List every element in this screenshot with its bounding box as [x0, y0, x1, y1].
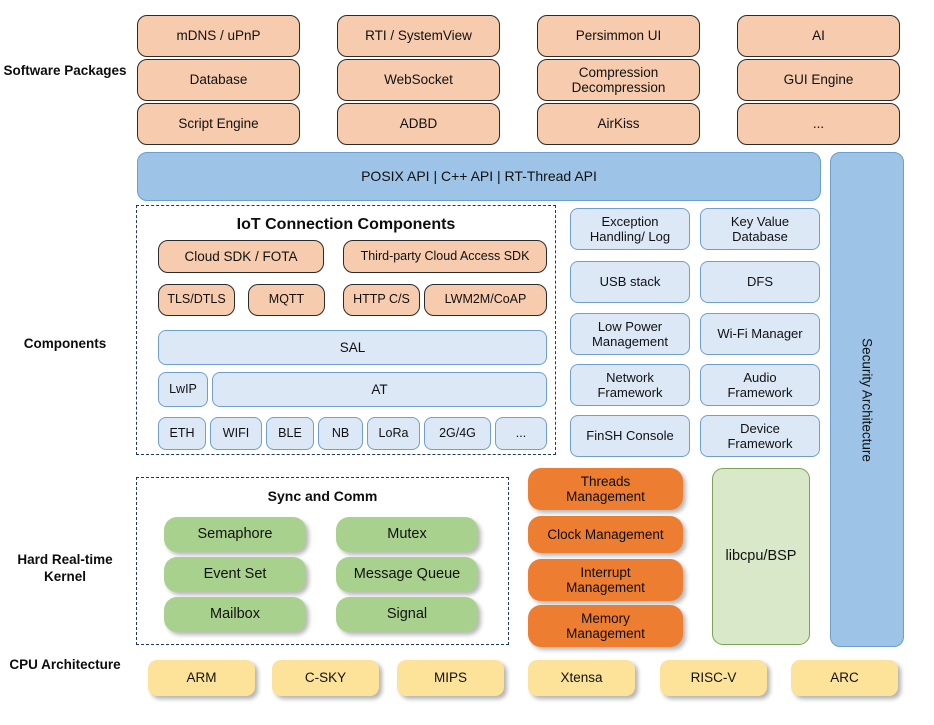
- package-more[interactable]: ...: [737, 103, 900, 145]
- package-websocket[interactable]: WebSocket: [337, 59, 500, 101]
- component-audio-framework[interactable]: Audio Framework: [700, 364, 820, 406]
- api-layer-bar[interactable]: POSIX API | C++ API | RT-Thread API: [137, 152, 821, 201]
- iot-link-wifi[interactable]: WIFI: [210, 417, 262, 450]
- kernel-mailbox[interactable]: Mailbox: [164, 597, 306, 632]
- component-wifi-manager[interactable]: Wi-Fi Manager: [700, 313, 820, 355]
- package-mdns-upnp[interactable]: mDNS / uPnP: [137, 15, 300, 57]
- component-key-value-database[interactable]: Key Value Database: [700, 208, 820, 250]
- component-dfs[interactable]: DFS: [700, 261, 820, 303]
- row-label-software-packages: Software Packages: [3, 63, 127, 78]
- cpu-arm[interactable]: ARM: [148, 660, 255, 696]
- libcpu-bsp[interactable]: libcpu/BSP: [712, 468, 810, 645]
- iot-cloud-sdk-fota[interactable]: Cloud SDK / FOTA: [158, 240, 324, 273]
- package-adbd[interactable]: ADBD: [337, 103, 500, 145]
- iot-link-nb[interactable]: NB: [318, 417, 363, 450]
- iot-link-more[interactable]: ...: [495, 417, 547, 450]
- component-low-power-management[interactable]: Low Power Management: [570, 313, 690, 355]
- cpu-arc[interactable]: ARC: [791, 660, 898, 696]
- iot-mqtt[interactable]: MQTT: [248, 284, 325, 316]
- iot-third-party-cloud-access-sdk[interactable]: Third-party Cloud Access SDK: [343, 240, 547, 273]
- management-interrupt[interactable]: Interrupt Management: [528, 559, 683, 601]
- cpu-c-sky[interactable]: C-SKY: [272, 660, 379, 696]
- iot-http-cs[interactable]: HTTP C/S: [343, 284, 420, 316]
- package-script-engine[interactable]: Script Engine: [137, 103, 300, 145]
- iot-link-2g-4g[interactable]: 2G/4G: [424, 417, 491, 450]
- security-architecture-bar[interactable]: Security Architecture: [830, 152, 904, 647]
- kernel-signal[interactable]: Signal: [336, 597, 478, 632]
- iot-connection-title: IoT Connection Components: [236, 216, 456, 233]
- management-clock[interactable]: Clock Management: [528, 516, 683, 553]
- component-finsh-console[interactable]: FinSH Console: [570, 415, 690, 457]
- iot-connection-container: IoT Connection Components: [136, 205, 556, 455]
- sync-and-comm-title: Sync and Comm: [267, 488, 378, 504]
- package-ai[interactable]: AI: [737, 15, 900, 57]
- kernel-mutex[interactable]: Mutex: [336, 517, 478, 552]
- package-persimmon-ui[interactable]: Persimmon UI: [537, 15, 700, 57]
- iot-at[interactable]: AT: [212, 372, 547, 407]
- iot-lwm2m-coap[interactable]: LWM2M/CoAP: [424, 284, 547, 316]
- iot-link-ble[interactable]: BLE: [266, 417, 314, 450]
- component-network-framework[interactable]: Network Framework: [570, 364, 690, 406]
- package-database[interactable]: Database: [137, 59, 300, 101]
- cpu-risc-v[interactable]: RISC-V: [660, 660, 767, 696]
- component-usb-stack[interactable]: USB stack: [570, 261, 690, 303]
- cpu-xtensa[interactable]: Xtensa: [528, 660, 635, 696]
- management-memory[interactable]: Memory Management: [528, 605, 683, 647]
- package-airkiss[interactable]: AirKiss: [537, 103, 700, 145]
- package-compression-decompression[interactable]: Compression Decompression: [537, 59, 700, 101]
- management-threads[interactable]: Threads Management: [528, 468, 683, 510]
- iot-sal[interactable]: SAL: [158, 330, 547, 365]
- component-exception-handling-log[interactable]: Exception Handling/ Log: [570, 208, 690, 250]
- row-label-components: Components: [23, 336, 107, 351]
- iot-lwip[interactable]: LwIP: [158, 372, 208, 407]
- row-label-kernel: Hard Real-time Kernel: [17, 552, 113, 584]
- cpu-mips[interactable]: MIPS: [397, 660, 504, 696]
- kernel-semaphore[interactable]: Semaphore: [164, 517, 306, 552]
- security-architecture-label: Security Architecture: [859, 337, 875, 462]
- kernel-event-set[interactable]: Event Set: [164, 557, 306, 592]
- iot-link-eth[interactable]: ETH: [158, 417, 206, 450]
- sync-and-comm-container: Sync and Comm: [136, 477, 509, 645]
- package-gui-engine[interactable]: GUI Engine: [737, 59, 900, 101]
- component-device-framework[interactable]: Device Framework: [700, 415, 820, 457]
- iot-tls-dtls[interactable]: TLS/DTLS: [158, 284, 235, 316]
- kernel-message-queue[interactable]: Message Queue: [336, 557, 478, 592]
- package-rti-systemview[interactable]: RTI / SystemView: [337, 15, 500, 57]
- iot-link-lora[interactable]: LoRa: [367, 417, 420, 450]
- row-label-cpu-architecture: CPU Architecture: [9, 657, 121, 672]
